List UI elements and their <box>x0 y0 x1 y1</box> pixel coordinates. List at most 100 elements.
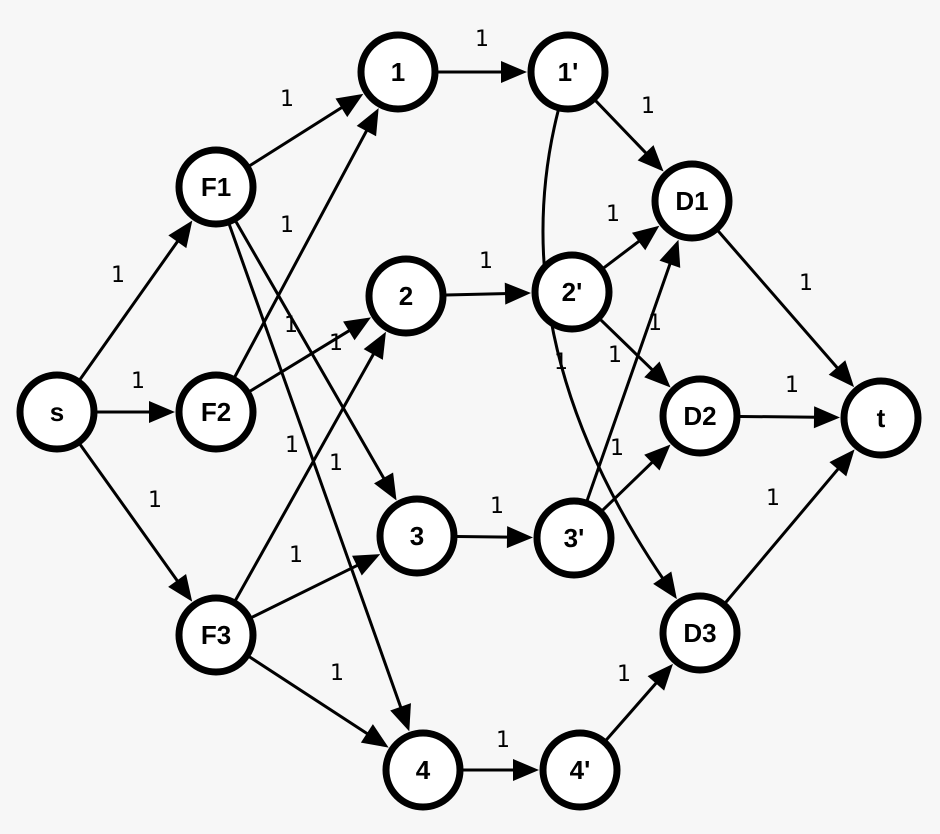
node-label: 1 <box>391 57 405 87</box>
edge-label-F1-to-n4: 1 <box>329 451 343 476</box>
node-n4: 4 <box>382 729 464 811</box>
node-n3: 3 <box>376 495 458 577</box>
edge-s-to-F2 <box>97 401 175 423</box>
node-s: s <box>16 371 98 453</box>
edge-p1-to-D1 <box>594 99 664 172</box>
edge-label-p2-to-D1: 1 <box>606 202 620 227</box>
node-label: 3' <box>564 523 585 553</box>
edge-label-F2-to-n1: 1 <box>280 213 294 238</box>
node-p3: 3' <box>533 497 615 579</box>
node-label: D1 <box>675 186 708 216</box>
edge-p4-to-D3 <box>605 663 673 741</box>
edge-label-p1-to-D3: 1 <box>554 350 568 375</box>
edge-p2-to-D2 <box>599 318 671 388</box>
edge-label-n4-to-p4: 1 <box>496 728 510 753</box>
edge-label-p3-to-D2: 1 <box>610 436 624 461</box>
node-F3: F3 <box>175 594 257 676</box>
edge-p2-to-D1 <box>602 225 660 270</box>
node-p1: 1' <box>527 31 609 113</box>
node-label: 4' <box>570 755 591 785</box>
node-circle <box>357 31 439 113</box>
node-p2: 2' <box>531 251 613 333</box>
edge-label-p1-to-D1: 1 <box>641 94 655 119</box>
edge-F3-to-n3 <box>251 554 381 619</box>
node-circle <box>539 729 621 811</box>
node-label: s <box>50 397 64 427</box>
node-label: 2 <box>399 281 413 311</box>
node-label: 1' <box>558 57 579 87</box>
edge-label-n3-to-p3: 1 <box>490 494 504 519</box>
edge-D3-to-t <box>724 449 855 604</box>
edge-label-F1-to-n3: 1 <box>284 313 298 338</box>
edge-F2-to-n1 <box>233 108 379 378</box>
edges-layer <box>78 61 855 781</box>
node-n1: 1 <box>357 31 439 113</box>
node-circle <box>533 497 615 579</box>
edge-D1-to-t <box>717 230 855 388</box>
edge-label-F3-to-n3: 1 <box>289 543 303 568</box>
edge-p3-to-D1 <box>585 239 681 501</box>
node-label: 2' <box>562 277 583 307</box>
edge-n4-to-p4 <box>463 759 539 781</box>
node-label: F1 <box>201 172 231 202</box>
node-label: t <box>877 403 886 433</box>
edge-p3-to-D2 <box>601 444 671 512</box>
node-t: t <box>840 377 922 459</box>
edge-label-s-to-F1: 1 <box>111 263 125 288</box>
edge-n2-to-p2 <box>445 282 532 305</box>
node-D3: D3 <box>659 592 741 674</box>
edge-label-s-to-F3: 1 <box>148 488 162 513</box>
node-label: 3 <box>410 521 424 551</box>
edge-F2-to-n2 <box>249 317 372 393</box>
node-circle <box>659 592 741 674</box>
edge-p1-to-D3 <box>541 110 677 600</box>
node-circle <box>531 251 613 333</box>
edge-F1-to-n4 <box>227 224 411 732</box>
edge-F3-to-n2 <box>234 331 386 601</box>
node-circle <box>659 375 741 457</box>
node-label: F3 <box>201 620 231 650</box>
edge-n1-to-p1 <box>438 61 527 83</box>
node-circle <box>365 255 447 337</box>
edge-label-F2-to-n2: 1 <box>329 331 343 356</box>
node-label: 4 <box>416 755 431 785</box>
edge-F1-to-n3 <box>234 220 397 501</box>
node-circle <box>840 377 922 459</box>
node-n2: 2 <box>365 255 447 337</box>
node-D1: D1 <box>651 160 733 242</box>
edge-s-to-F1 <box>78 220 193 381</box>
node-circle <box>382 729 464 811</box>
node-F1: F1 <box>175 146 257 228</box>
node-circle <box>175 146 257 228</box>
edge-label-s-to-F2: 1 <box>131 369 145 394</box>
edge-F1-to-n1 <box>249 93 364 167</box>
node-circle <box>527 31 609 113</box>
edge-label-n2-to-p2: 1 <box>479 249 493 274</box>
edge-D2-to-t <box>739 406 841 429</box>
edge-label-F3-to-n4: 1 <box>330 661 344 686</box>
edge-label-D3-to-t: 1 <box>766 486 780 511</box>
node-circle <box>376 495 458 577</box>
edge-label-p4-to-D3: 1 <box>617 662 631 687</box>
node-label: D3 <box>683 618 716 648</box>
node-circle <box>651 160 733 242</box>
edge-label-F3-to-n2: 1 <box>285 433 299 458</box>
edge-F3-to-n4 <box>248 655 389 748</box>
edge-label-D2-to-t: 1 <box>785 373 799 398</box>
node-label: F2 <box>201 397 231 427</box>
node-circle <box>175 371 257 453</box>
edge-label-F1-to-n1: 1 <box>280 87 294 112</box>
node-circle <box>16 371 98 453</box>
edge-s-to-F3 <box>79 443 193 602</box>
node-label: D2 <box>683 401 716 431</box>
node-p4: 4' <box>539 729 621 811</box>
node-F2: F2 <box>175 371 257 453</box>
node-D2: D2 <box>659 375 741 457</box>
node-circle <box>175 594 257 676</box>
edge-label-p2-to-D2: 1 <box>608 343 622 368</box>
edge-n3-to-p3 <box>456 526 534 549</box>
edge-label-D1-to-t: 1 <box>799 271 813 296</box>
